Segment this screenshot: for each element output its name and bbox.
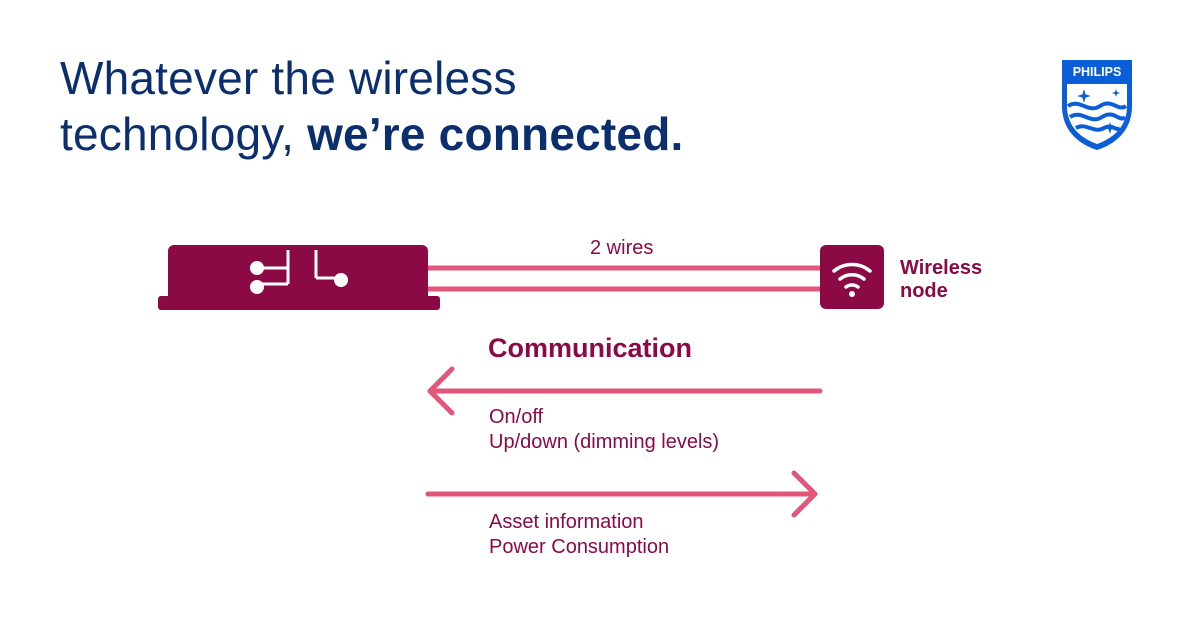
wireless-node	[820, 245, 884, 309]
list-item: Up/down (dimming levels)	[489, 431, 720, 453]
outgoing-data-list: Asset information Power Consumption	[489, 510, 669, 560]
logo-wordmark: PHILIPS	[1073, 65, 1122, 79]
title-line-2-regular: technology,	[60, 108, 295, 160]
title-line-1: Whatever the wireless	[60, 52, 517, 104]
title-line-2-bold: we’re connected.	[307, 108, 684, 160]
list-item: Asset information	[489, 511, 644, 533]
driver-device	[158, 245, 440, 310]
wireless-node-label: Wireless node	[900, 257, 983, 302]
arrow-left	[427, 366, 823, 416]
wires-label: 2 wires	[590, 237, 654, 259]
philips-logo: PHILIPS	[1062, 60, 1132, 150]
list-item: On/off	[489, 406, 544, 428]
page-title: Whatever the wireless technology, we’re …	[60, 50, 684, 162]
wifi-icon	[832, 262, 872, 289]
circuit-switch-icon	[262, 250, 336, 286]
communication-title: Communication	[488, 333, 693, 363]
incoming-commands-list: On/off Up/down (dimming levels)	[489, 405, 719, 455]
arrow-right	[425, 470, 818, 518]
list-item: Power Consumption	[489, 536, 670, 558]
